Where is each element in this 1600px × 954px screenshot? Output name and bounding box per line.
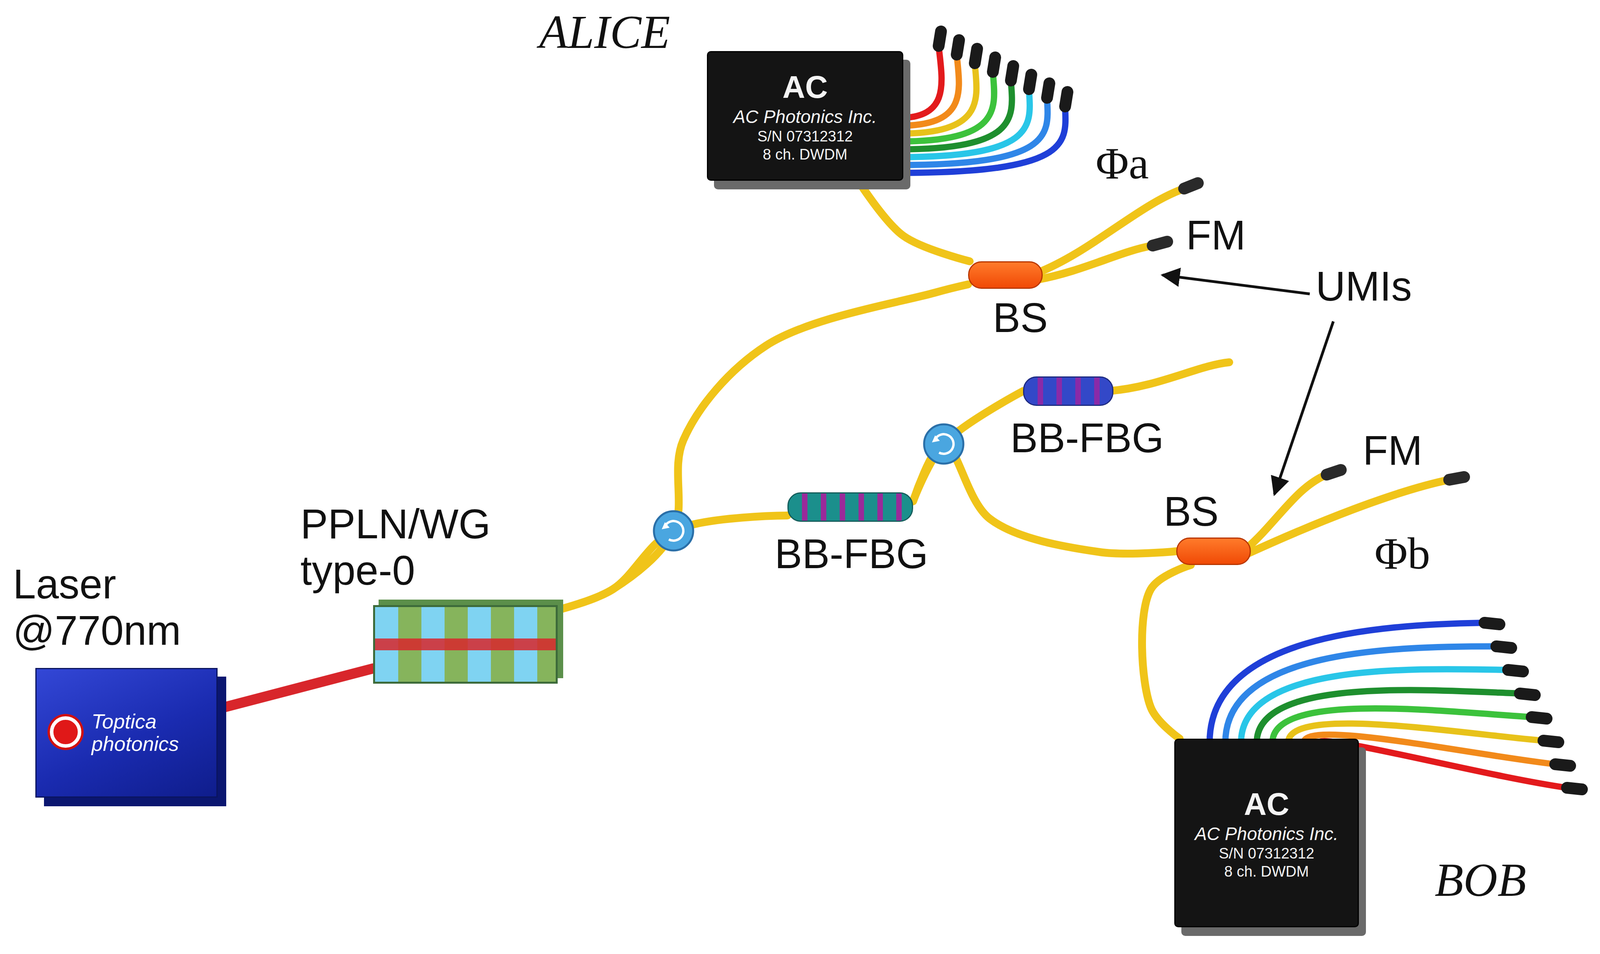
beam-splitter: BS [1176,537,1251,565]
fiber-connector [1508,669,1524,672]
fiber-connector [1184,183,1198,189]
waveguide [375,638,556,650]
brand-text: AC Photonics Inc. [733,106,877,128]
serial-number: S/N 07312312 [757,127,854,146]
fiber [899,89,1030,158]
phase-label: Φb [1374,528,1431,579]
leader-arrows [1162,274,1334,495]
fiber-connectors [1484,622,1582,790]
fiber [899,45,942,118]
leader-arrow [1274,321,1334,495]
fiber-connector [1543,740,1559,742]
device-label: BB-FBG [1000,414,1174,462]
device-label: Laser @770nm [12,560,249,654]
fiber-connector [1065,91,1068,107]
circulator-arrow [664,520,684,541]
fiber [899,63,977,134]
brand-text: Toptica photonics [91,710,209,755]
fiber [899,71,995,142]
model-text: 8 ch. DWDM [762,145,848,164]
interferometer-arms [1036,188,1450,554]
fiber-connector [1496,646,1512,648]
circulator-arrow [661,521,670,530]
circulator [924,424,964,464]
brand-text: AC [782,68,828,107]
mirror-label: FM [1186,212,1246,259]
party-name: BOB [1434,853,1527,907]
laser-beam [217,668,374,709]
fiber-connector [1010,65,1014,81]
mirror-ends [1152,183,1465,480]
circulator-body [924,424,964,464]
laser-box: Laser @770nmToptica photonics [35,667,218,798]
phase-label: Φa [1095,138,1149,189]
dwdm-box: BOBACAC Photonics Inc.S/N 073123128 ch. … [1174,738,1359,927]
fiber [899,80,1013,150]
fiber-connector [1449,476,1465,480]
dwdm-box: ALICEACAC Photonics Inc.S/N 073123128 ch… [706,51,904,181]
fiber [899,106,1066,173]
fiber-connector [974,48,978,64]
circulator-body [653,510,694,551]
circulator-arrow [935,433,954,454]
fiber-arm [1036,245,1153,280]
fiber-group [217,180,1191,739]
mirror-label: FM [1362,427,1423,474]
fiber-connector [1047,83,1050,98]
fiber-connector [992,57,996,72]
brand-text: AC [1243,785,1290,823]
fiber-connector [938,31,941,46]
brand-text: AC Photonics Inc. [1194,822,1339,845]
fiber-connector [1555,763,1571,766]
fiber-connector [1519,693,1535,695]
fiber [899,54,960,126]
circulator [653,510,694,551]
fiber-connector [1484,622,1500,625]
fiber [899,97,1048,165]
logo [49,715,82,748]
fiber-bragg-grating: BB-FBG [787,492,914,522]
dwdm-output-fibers [899,45,1066,173]
device-label: BB-FBG [765,530,938,577]
beam-splitter: BS [968,261,1043,289]
serial-number: S/N 07312312 [1219,844,1315,863]
leader-arrow [1162,274,1310,294]
optical-fiber [557,284,969,610]
fiber-connector [1028,74,1032,90]
optical-fiber [858,180,970,262]
fiber-connector [1531,716,1547,719]
callout-label: UMIs [1315,263,1412,310]
model-text: 8 ch. DWDM [1224,862,1309,881]
fiber-connector [956,40,960,55]
optical-fiber [1142,564,1191,739]
party-name: ALICE [539,5,671,59]
faraday-mirror [1326,469,1341,475]
device-label: BS [992,294,1072,341]
fiber-connector [1567,787,1582,790]
fiber-bragg-grating: BB-FBG [1023,376,1114,406]
faraday-mirror [1152,241,1168,246]
circulator-arrow [931,435,940,443]
device-label: BS [1163,488,1243,535]
fiber-end [1109,362,1230,391]
crystal-waveguide: PPLN/WG type-0 [373,604,558,684]
fiber-connectors [938,31,1068,107]
device-label: PPLN/WG type-0 [300,500,544,594]
